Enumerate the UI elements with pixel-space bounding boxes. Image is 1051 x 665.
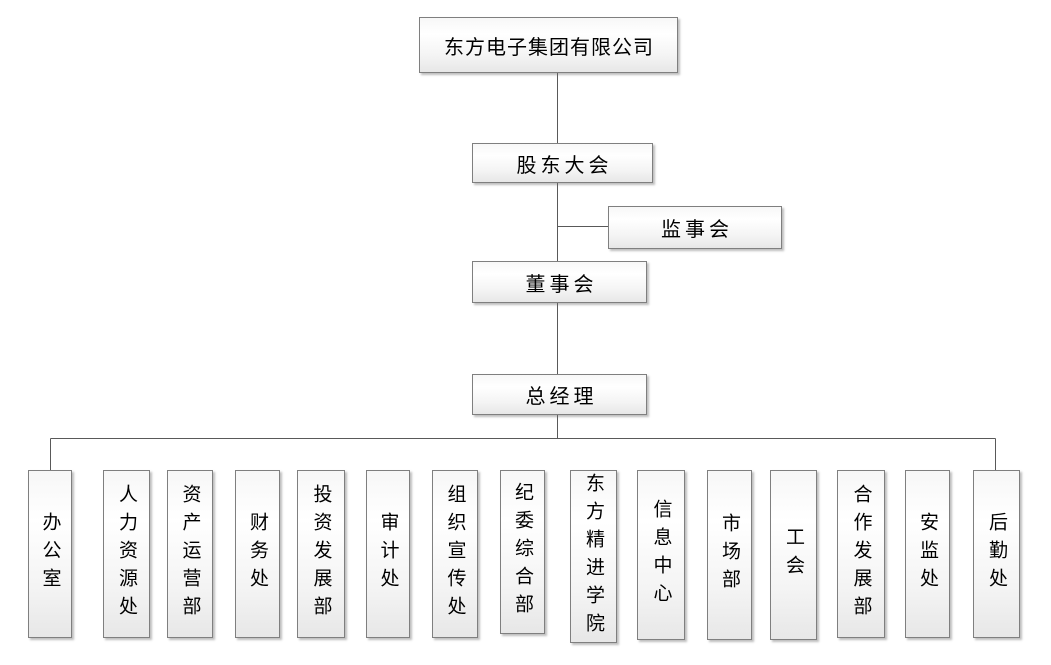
node-dept-human-resources: 人力资源处: [103, 470, 150, 638]
node-board-of-directors: 董事会: [472, 261, 647, 303]
node-dept-discipline-inspection: 纪委综合部: [500, 470, 545, 634]
node-dept-audit: 审计处: [366, 470, 410, 638]
node-dept-dongfang-jingjin-academy: 东方精进学院: [570, 470, 617, 643]
node-dept-labor-union: 工会: [770, 470, 817, 640]
node-dept-safety-supervision: 安监处: [905, 470, 950, 638]
node-supervisory-board: 监事会: [608, 206, 782, 249]
node-shareholders-meeting: 股东大会: [472, 143, 653, 183]
node-company: 东方电子集团有限公司: [419, 17, 678, 73]
node-dept-information-center: 信息中心: [637, 470, 685, 640]
node-dept-investment-development: 投资发展部: [297, 470, 345, 638]
node-dept-marketing: 市场部: [707, 470, 752, 640]
node-dept-finance: 财务处: [235, 470, 280, 638]
node-dept-organization-publicity: 组织宣传处: [432, 470, 478, 638]
node-dept-logistics: 后勤处: [973, 470, 1020, 638]
node-dept-asset-operations: 资产运营部: [167, 470, 213, 638]
node-dept-cooperation-development: 合作发展部: [837, 470, 885, 638]
node-dept-office: 办公室: [28, 470, 72, 638]
node-general-manager: 总经理: [472, 374, 647, 415]
